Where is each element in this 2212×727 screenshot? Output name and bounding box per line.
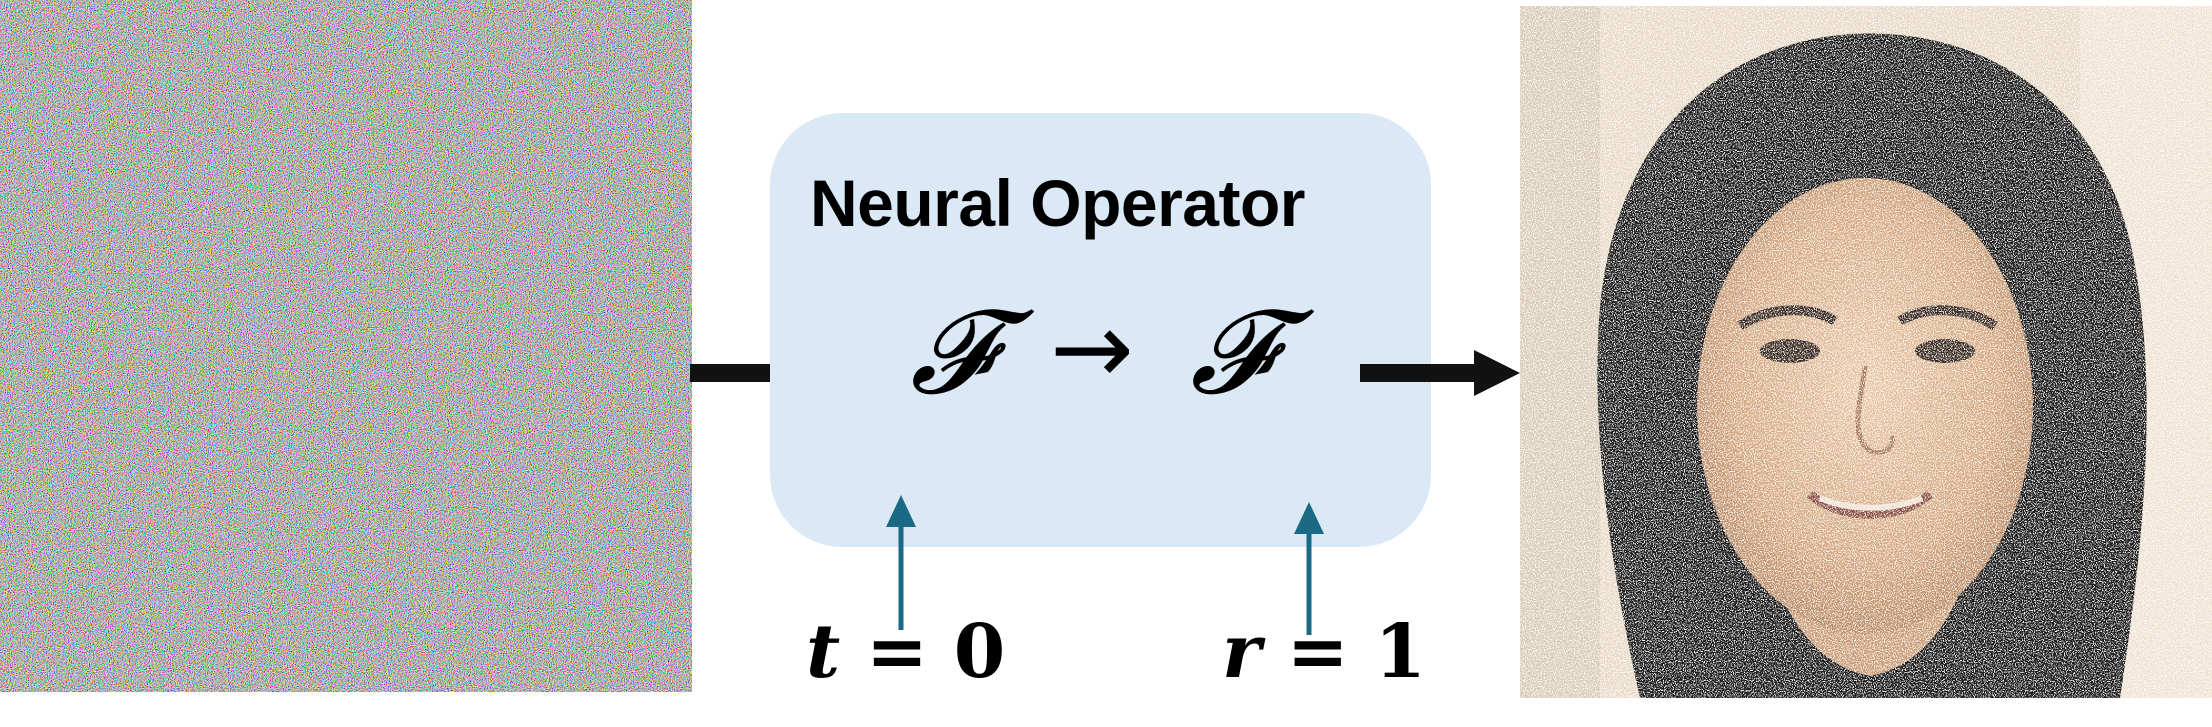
resolution-param-label: r = 1: [1222, 615, 1426, 689]
output-flow-arrow: [1360, 350, 1520, 396]
output-function-space: 𝓕: [1190, 285, 1276, 420]
mapping-arrow-icon: →: [1050, 290, 1134, 407]
resolution-value: 1: [1374, 609, 1427, 695]
noise-input-image: [0, 0, 692, 692]
time-variable: t: [806, 609, 841, 695]
operator-title: Neural Operator: [810, 166, 1305, 240]
time-equals: =: [840, 609, 954, 695]
time-param-label: t = 0: [806, 615, 1005, 689]
time-value: 0: [953, 609, 1006, 695]
resolution-equals: =: [1261, 609, 1375, 695]
neural-operator-block: Neural Operator 𝓕 → 𝓕: [770, 113, 1431, 547]
face-output-image: [1520, 6, 2212, 698]
resolution-variable: r: [1222, 609, 1261, 695]
time-param-arrow: [886, 495, 916, 630]
resolution-param-arrow: [1294, 502, 1324, 635]
input-function-space: 𝓕: [910, 285, 996, 420]
